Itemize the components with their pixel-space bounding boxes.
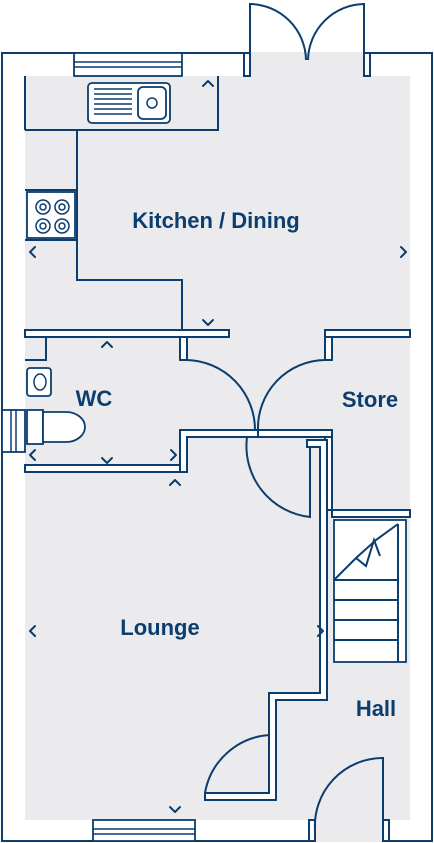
door-icon [204, 734, 271, 794]
french-doors [243, 2, 371, 77]
room-label-store: Store [342, 387, 398, 412]
door-icon [245, 436, 311, 519]
room-label-lounge: Lounge [120, 615, 199, 640]
door-icon [186, 359, 256, 431]
hob-icon [26, 191, 76, 239]
interior-wall-kitchen [24, 329, 411, 338]
sink-icon [87, 82, 171, 124]
window-icon [92, 819, 196, 842]
room-label-kitchen-dining: Kitchen / Dining [132, 208, 299, 233]
basin-icon [26, 367, 52, 397]
door-icon [256, 359, 326, 431]
door-icon [308, 756, 390, 842]
window-icon [1, 409, 26, 453]
floor-area [25, 76, 410, 820]
window-icon [73, 52, 183, 77]
room-label-hall: Hall [356, 696, 396, 721]
staircase-icon [333, 519, 407, 663]
toilet-icon [26, 409, 86, 445]
room-label-wc: WC [76, 386, 113, 411]
interior-wall-wc [24, 336, 259, 473]
kitchen-counter [24, 76, 219, 330]
dimension-arrow-icon [29, 80, 407, 813]
